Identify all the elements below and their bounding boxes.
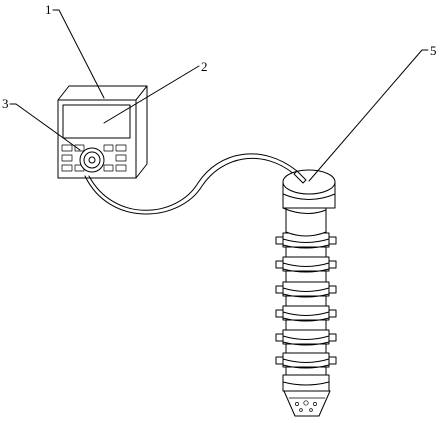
label-2: 2 <box>201 59 208 74</box>
display-screen <box>62 104 131 139</box>
reference-labels: 1 2 3 5 <box>2 2 437 111</box>
label-1: 1 <box>45 2 52 17</box>
probe-assembly <box>275 169 337 417</box>
label-3: 3 <box>2 96 9 111</box>
clamp-rings <box>275 232 337 369</box>
leader-lines <box>9 9 429 182</box>
probe-tip <box>283 390 331 417</box>
connecting-cable <box>84 153 298 215</box>
label-5: 5 <box>430 43 437 58</box>
probe-head <box>282 169 336 237</box>
control-panel <box>61 144 127 173</box>
